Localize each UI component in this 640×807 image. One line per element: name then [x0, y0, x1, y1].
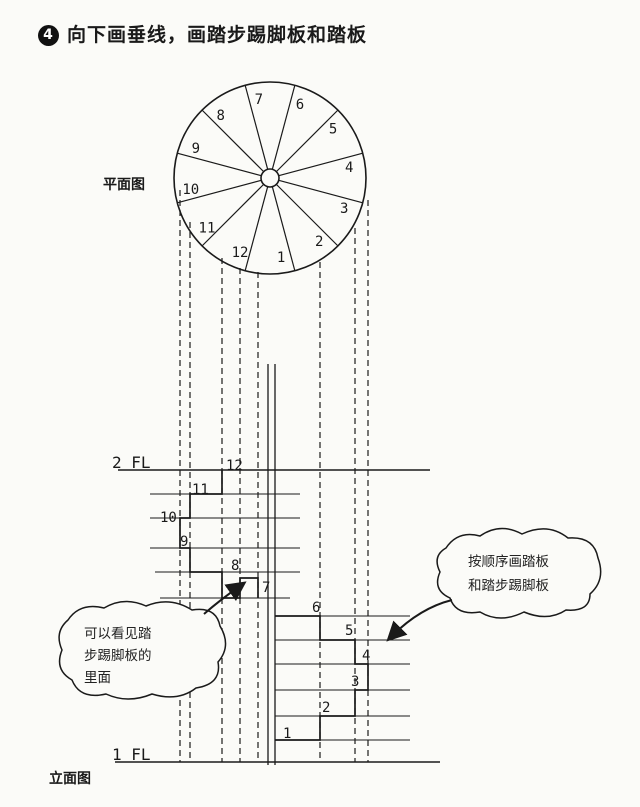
plan-ray [244, 85, 269, 170]
heading-text: 向下画垂线，画踏步踢脚板和踏板 [67, 24, 368, 46]
plan-ray [201, 109, 265, 173]
callout-right-line1: 按顺序画踏板 [468, 554, 549, 570]
step-number: 3 [351, 674, 359, 690]
page-heading: 4 向下画垂线，画踏步踢脚板和踏板 [38, 20, 367, 47]
plan-ray [177, 152, 262, 177]
plan-ray [271, 186, 296, 271]
floor-lines [115, 469, 440, 763]
plan-ray [271, 85, 296, 170]
plan-step-number: 7 [255, 92, 263, 108]
callout-right-line2: 和踏步踢脚板 [468, 578, 549, 594]
plan-ray [278, 179, 363, 204]
upper-floor-label: 2 FL [112, 453, 151, 472]
plan-ray [201, 183, 265, 247]
callout-left-arrow [203, 581, 247, 615]
plan-step-number: 8 [217, 108, 225, 124]
step-number: 12 [226, 458, 243, 474]
step-number: 1 [283, 726, 291, 742]
center-column [267, 364, 276, 765]
step-outlines [179, 470, 369, 741]
plan-step-number: 12 [232, 245, 249, 261]
callout-left-bubble [58, 600, 227, 700]
plan-ray [278, 152, 363, 177]
plan-step-number: 11 [199, 220, 216, 236]
newel-post [260, 168, 280, 188]
plan-ray [244, 186, 269, 271]
plan-step-number: 6 [296, 97, 304, 113]
callout-right-bubble [436, 527, 602, 619]
elevation-view-label: 立面图 [49, 771, 91, 787]
plan-step-number: 4 [345, 160, 353, 176]
step-number: 4 [362, 648, 370, 664]
step-number: 10 [160, 510, 177, 526]
callout-right-arrow [386, 599, 453, 642]
step-number: 2 [322, 700, 330, 716]
callout-left: 可以看见踏 步踢脚板的 里面 [58, 581, 247, 700]
callout-left-line1: 可以看见踏 [84, 626, 152, 642]
plan-ray [275, 183, 339, 247]
plan-step-number: 9 [192, 141, 200, 157]
callout-left-line3: 里面 [84, 670, 111, 686]
step-number: 11 [192, 482, 209, 498]
plan-view-label: 平面图 [103, 177, 145, 193]
plan-step-number: 1 [277, 250, 285, 266]
step-number: 7 [262, 580, 270, 596]
plan-step-number: 5 [329, 122, 337, 138]
plan-step-number: 3 [340, 201, 348, 217]
elevation-numbers: 1 2 3 4 5 6 7 8 9 10 11 12 [160, 458, 370, 742]
lower-floor-label: 1 FL [112, 745, 151, 764]
step-number: 6 [312, 600, 320, 616]
callout-right: 按顺序画踏板 和踏步踢脚板 [386, 527, 602, 642]
step-number-badge: 4 [38, 25, 59, 46]
step-number: 8 [231, 558, 239, 574]
plan-step-number: 2 [315, 234, 323, 250]
callout-left-line2: 步踢脚板的 [84, 648, 152, 664]
plan-step-number: 10 [182, 182, 199, 198]
plan-ray [177, 179, 262, 204]
plan-ray [275, 109, 339, 173]
step-number: 9 [180, 534, 188, 550]
step-number: 5 [345, 623, 353, 639]
